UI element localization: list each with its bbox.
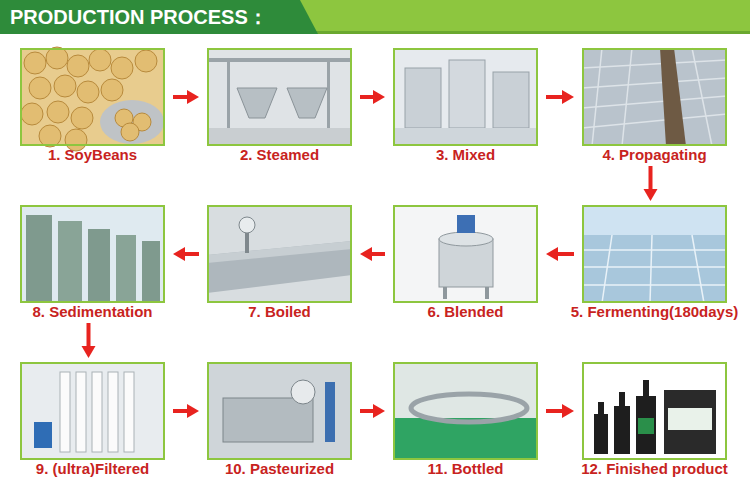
step-caption: 4. Propagating	[602, 146, 706, 163]
arrow-shaft	[87, 323, 91, 348]
arrow-head	[562, 404, 574, 418]
flow-arrow	[546, 247, 574, 261]
step-caption: 12. Finished product	[581, 460, 728, 477]
photo-box: 10. Pasteurized	[207, 362, 352, 460]
arrow-head	[82, 346, 96, 358]
arrow-head	[373, 90, 385, 104]
step-caption: 2. Steamed	[240, 146, 319, 163]
arrow-shaft	[183, 252, 199, 256]
arrow-shaft	[370, 252, 385, 256]
step-caption: 6. Blended	[428, 303, 504, 320]
flow-arrow	[173, 404, 199, 418]
photo-box: 4. Propagating	[582, 48, 727, 146]
photo-box: 1. SoyBeans	[20, 48, 165, 146]
step-caption: 7. Boiled	[248, 303, 311, 320]
flow-arrow	[173, 247, 199, 261]
step-caption: 5. Fermenting(180days)	[571, 303, 739, 320]
photo-box: 12. Finished product	[582, 362, 727, 460]
arrow-head	[187, 404, 199, 418]
arrow-shaft	[556, 252, 574, 256]
arrow-head	[187, 90, 199, 104]
arrow-shaft	[546, 95, 564, 99]
step-caption: 9. (ultra)Filtered	[36, 460, 149, 477]
flow-arrow	[360, 404, 385, 418]
step-caption: 3. Mixed	[436, 146, 495, 163]
photo-box: 7. Boiled	[207, 205, 352, 303]
arrow-head	[562, 90, 574, 104]
flow-arrow	[173, 90, 199, 104]
arrow-head	[360, 247, 372, 261]
flow-arrow	[82, 323, 96, 358]
flow-arrow	[360, 247, 385, 261]
arrow-shaft	[173, 95, 189, 99]
flow-arrow	[644, 166, 658, 201]
arrow-shaft	[546, 409, 564, 413]
step-caption: 8. Sedimentation	[32, 303, 152, 320]
photo-box: 3. Mixed	[393, 48, 538, 146]
photo-box: 8. Sedimentation	[20, 205, 165, 303]
flow-arrow	[546, 90, 574, 104]
photo-box: 6. Blended	[393, 205, 538, 303]
arrow-shaft	[360, 409, 375, 413]
step-caption: 1. SoyBeans	[48, 146, 137, 163]
arrow-shaft	[360, 95, 375, 99]
photo-box: 5. Fermenting(180days)	[582, 205, 727, 303]
photo-box: 11. Bottled	[393, 362, 538, 460]
arrow-shaft	[649, 166, 653, 191]
photo-box: 2. Steamed	[207, 48, 352, 146]
arrow-head	[644, 189, 658, 201]
arrow-head	[173, 247, 185, 261]
flow-arrow	[360, 90, 385, 104]
arrow-shaft	[173, 409, 189, 413]
photo-box: 9. (ultra)Filtered	[20, 362, 165, 460]
step-caption: 10. Pasteurized	[225, 460, 334, 477]
diagram-title: PRODUCTION PROCESS：	[10, 6, 268, 28]
arrow-head	[546, 247, 558, 261]
arrow-head	[373, 404, 385, 418]
step-caption: 11. Bottled	[428, 460, 504, 477]
flow-arrow	[546, 404, 574, 418]
